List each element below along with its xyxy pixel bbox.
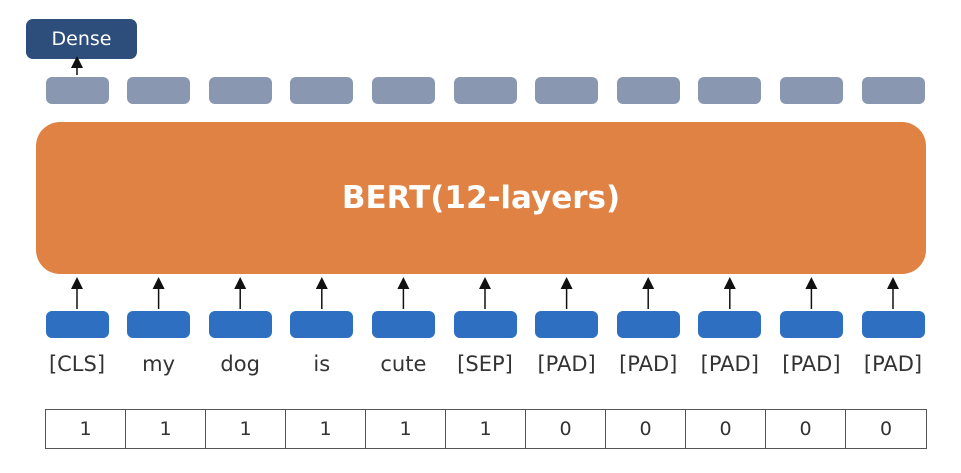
token-label: dog (220, 352, 260, 376)
input-embedding-box (779, 311, 843, 338)
attention-mask-cell: 1 (366, 410, 446, 448)
output-embedding-box (371, 77, 435, 104)
token-label: [PAD] (619, 352, 678, 376)
token-label: is (313, 352, 331, 376)
attention-mask-cell: 0 (606, 410, 686, 448)
token-label: [CLS] (48, 352, 106, 376)
output-embedding-box (616, 77, 680, 104)
attention-mask-cell: 0 (766, 410, 846, 448)
input-embedding-box (453, 311, 517, 338)
dense-label: Dense (51, 28, 112, 50)
output-embedding-box (453, 77, 517, 104)
output-embedding-box (779, 77, 843, 104)
output-embedding-box (698, 77, 762, 104)
attention-mask-cell: 1 (286, 410, 366, 448)
output-embedding-box (861, 77, 925, 104)
attention-mask-cell: 1 (126, 410, 206, 448)
output-embedding-box (535, 77, 599, 104)
bert-label: BERT(12-layers) (341, 180, 621, 216)
dense-layer: Dense (26, 19, 137, 59)
attention-mask-cell: 0 (526, 410, 606, 448)
attention-mask-cell: 1 (446, 410, 526, 448)
output-embedding-box (45, 77, 109, 104)
input-embedding-box (698, 311, 762, 338)
attention-mask-cell: 1 (206, 410, 286, 448)
output-embedding-box (208, 77, 272, 104)
input-embedding-box (861, 311, 925, 338)
attention-mask-cell: 0 (879, 418, 893, 440)
input-embedding-box (208, 311, 272, 338)
input-embedding-box (616, 311, 680, 338)
token-label: [PAD] (782, 352, 841, 376)
attention-mask-cell: 1 (46, 410, 126, 448)
token-label: [SEP] (457, 352, 513, 376)
bert-encoder-block: BERT(12-layers) (36, 122, 926, 274)
token-label: [PAD] (700, 352, 759, 376)
input-embedding-box (127, 311, 191, 338)
attention-mask-cell: 0 (686, 410, 766, 448)
token-label: cute (380, 352, 427, 376)
output-embedding-box (127, 77, 191, 104)
input-embedding-box (371, 311, 435, 338)
token-label: [PAD] (537, 352, 596, 376)
input-embedding-box (290, 311, 354, 338)
token-label: [PAD] (863, 352, 923, 376)
output-embedding-box (290, 77, 354, 104)
input-embedding-box (535, 311, 599, 338)
token-label: my (142, 352, 176, 376)
input-embedding-box (45, 311, 109, 338)
